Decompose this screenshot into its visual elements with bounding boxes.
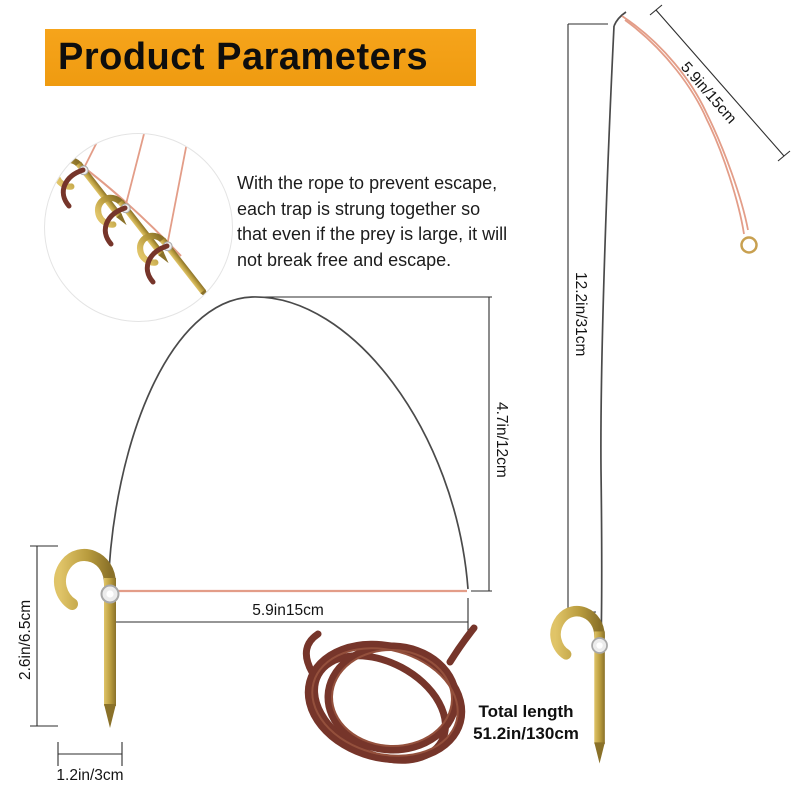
detail-inset	[44, 133, 233, 322]
total-length-caption: Total length 51.2in/130cm	[452, 701, 600, 745]
stake-height-dimension	[30, 545, 58, 727]
rope-coil-highlight	[311, 647, 459, 757]
trigger-rope-diagonal	[621, 15, 749, 235]
tent-stake-left	[60, 555, 119, 728]
total-length-label: Total length	[478, 702, 574, 721]
stake-height-label: 2.6in/6.5cm	[17, 600, 34, 680]
trap-length-label: 12.2in/31cm	[572, 272, 589, 356]
metal-ring	[740, 236, 758, 254]
stake-width-label: 1.2in/3cm	[56, 767, 123, 784]
title-banner: Product Parameters	[45, 29, 476, 86]
snare-wire-full	[600, 25, 615, 646]
arch-width-label: 5.9in15cm	[252, 602, 324, 619]
snare-wire-arch	[107, 296, 469, 591]
snare-wire-tip	[613, 11, 627, 27]
arch-height-label: 4.7in/12cm	[493, 402, 510, 478]
inset-cords	[60, 167, 170, 285]
description-text: With the rope to prevent escape, each tr…	[237, 173, 508, 270]
rope-length-dimension	[649, 4, 791, 162]
arch-height-dimension	[254, 296, 492, 592]
total-length-value: 51.2in/130cm	[473, 724, 579, 744]
stake-width-dimension	[57, 742, 123, 766]
page-title: Product Parameters	[58, 36, 429, 78]
